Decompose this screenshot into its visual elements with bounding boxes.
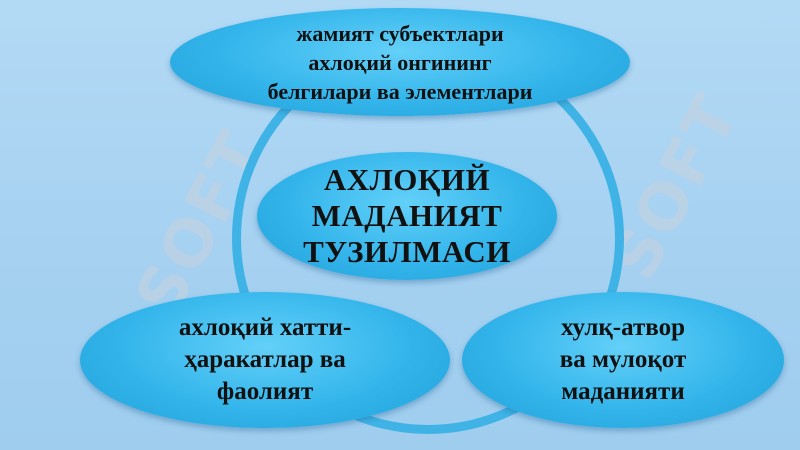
node-bottom-left-label: ахлоқий хатти- ҳаракатлар ва фаолият <box>178 314 352 405</box>
node-bottom-right-communication-culture: хулқ-атвор ва мулоқот маданияти <box>462 292 784 428</box>
node-bottom-left-moral-behavior: ахлоқий хатти- ҳаракатлар ва фаолият <box>80 292 450 428</box>
node-bottom-right-label: хулқ-атвор ва мулоқот маданияти <box>559 314 687 405</box>
node-center-title: АХЛОҚИЙ МАДАНИЯТ ТУЗИЛМАСИ <box>257 152 557 280</box>
node-center-label: АХЛОҚИЙ МАДАНИЯТ ТУЗИЛМАСИ <box>303 162 511 269</box>
node-top-label: жамият субъектлари ахлоқий онгининг белг… <box>267 20 533 104</box>
node-top-moral-consciousness: жамият субъектлари ахлоқий онгининг белг… <box>170 8 630 116</box>
